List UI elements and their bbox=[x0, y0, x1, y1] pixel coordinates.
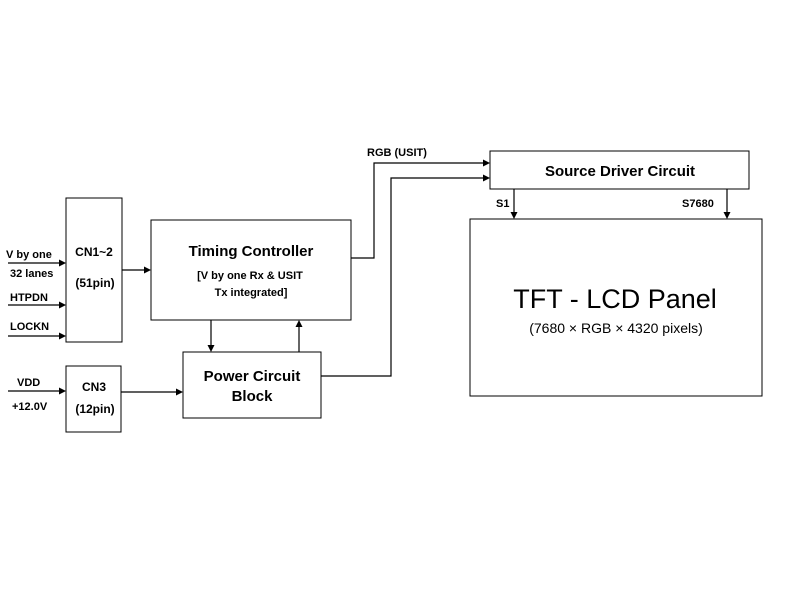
lockn-arrowhead bbox=[59, 332, 66, 340]
input-label-12v: +12.0V bbox=[12, 401, 48, 413]
cn3-pins-label: (12pin) bbox=[75, 402, 114, 416]
input-label-lockn: LOCKN bbox=[10, 321, 49, 333]
cn3-to-power-arrowhead bbox=[176, 388, 183, 396]
cn3-label: CN3 bbox=[82, 380, 106, 394]
cn12-to-timing-arrowhead bbox=[144, 266, 151, 274]
vdd-arrowhead bbox=[59, 387, 66, 395]
cn12-pins-label: (51pin) bbox=[75, 276, 114, 290]
cn3-connector-box bbox=[65, 365, 122, 433]
input-label-htpdn: HTPDN bbox=[10, 292, 48, 304]
panel-subtitle: (7680 × RGB × 4320 pixels) bbox=[529, 320, 703, 336]
power-to-timing-arrowhead bbox=[295, 320, 303, 327]
timing-controller-title: Timing Controller bbox=[189, 243, 314, 260]
timing-controller-line2: Tx integrated] bbox=[215, 287, 288, 299]
timing-controller-line1: [V by one Rx & USIT bbox=[197, 270, 303, 282]
tft-lcd-panel-box bbox=[469, 218, 763, 397]
htpdn-arrowhead bbox=[59, 301, 66, 309]
rgb-signal-arrowhead bbox=[483, 159, 490, 167]
rgb-signal-label: RGB (USIT) bbox=[367, 147, 427, 159]
input-label-v-by-one: V by one bbox=[6, 249, 52, 261]
source-driver-box bbox=[489, 150, 750, 190]
s7680-label: S7680 bbox=[682, 198, 714, 210]
cn12-connector-box bbox=[65, 197, 123, 343]
rgb-signal-wire bbox=[351, 162, 484, 259]
cn12-label: CN1~2 bbox=[75, 245, 113, 259]
power-to-source-arrowhead bbox=[483, 174, 490, 182]
timing-to-power-arrowhead bbox=[207, 345, 215, 352]
input-label-32-lanes: 32 lanes bbox=[10, 268, 53, 280]
power-to-source-wire bbox=[321, 177, 484, 377]
s7680-arrowhead bbox=[723, 212, 731, 219]
s1-arrowhead bbox=[510, 212, 518, 219]
power-circuit-line2: Block bbox=[232, 388, 274, 405]
s1-label: S1 bbox=[496, 198, 509, 210]
power-circuit-box bbox=[182, 351, 322, 419]
v-by-one-arrowhead bbox=[59, 259, 66, 267]
source-driver-title: Source Driver Circuit bbox=[545, 163, 695, 180]
input-label-vdd: VDD bbox=[17, 377, 40, 389]
panel-title: TFT - LCD Panel bbox=[513, 284, 717, 314]
power-circuit-line1: Power Circuit bbox=[204, 368, 301, 385]
timing-controller-box bbox=[150, 219, 352, 321]
